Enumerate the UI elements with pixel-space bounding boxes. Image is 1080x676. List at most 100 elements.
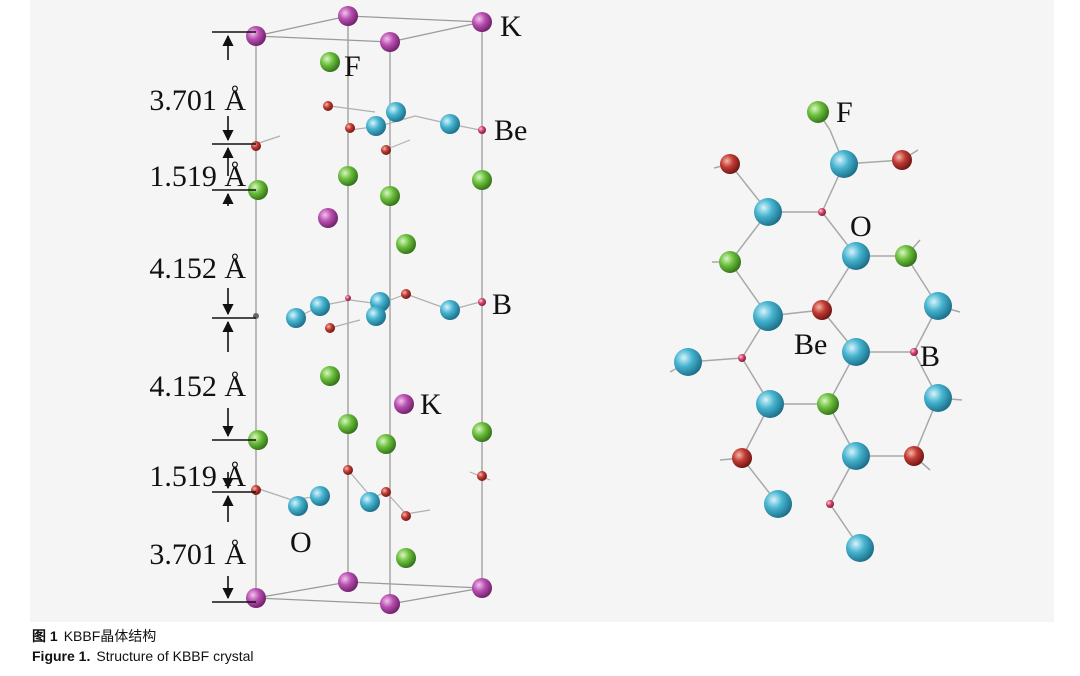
be-atom (477, 471, 487, 481)
f-atom (817, 393, 839, 415)
be-atom (401, 289, 411, 299)
be-atom (812, 300, 832, 320)
be-atom (381, 145, 391, 155)
atom-label-be: Be (794, 328, 827, 361)
f-atom (338, 414, 358, 434)
dimension-ticks (212, 31, 256, 603)
f-atom (807, 101, 829, 123)
o-atom (674, 348, 702, 376)
f-atom (248, 430, 268, 450)
caption-label: 图 1 (32, 628, 58, 644)
k-atom (318, 208, 338, 228)
be-atom (343, 465, 353, 475)
spacing-label: 3.701 Å (149, 538, 246, 571)
be-atom (251, 485, 261, 495)
b-atom (478, 298, 486, 306)
figure-caption-chinese: 图 1 KBBF晶体结构 (32, 626, 156, 646)
spacing-label: 4.152 Å (149, 252, 246, 285)
f-atom (320, 52, 340, 72)
o-atom (386, 102, 406, 122)
spacing-label: 1.519 Å (149, 160, 246, 193)
o-atom (440, 114, 460, 134)
f-atom (376, 434, 396, 454)
o-atoms (286, 102, 460, 516)
k-atom (338, 6, 358, 26)
atom-label-o: O (850, 210, 872, 243)
f-atoms (248, 52, 492, 568)
be-atom (323, 101, 333, 111)
f-atom (719, 251, 741, 273)
left-atom-labels: K F Be B K O (290, 10, 527, 559)
caption-text: Structure of KBBF crystal (96, 648, 254, 664)
caption-label: Figure 1. (32, 648, 91, 664)
figure-caption-english: Figure 1. Structure of KBBF crystal (32, 648, 254, 664)
f-atom (380, 186, 400, 206)
o-atom (310, 296, 330, 316)
b-atom (345, 295, 351, 301)
spacing-label: 3.701 Å (149, 84, 246, 117)
f-atom (338, 166, 358, 186)
be-atom (251, 141, 261, 151)
atom-label-k: K (500, 10, 522, 43)
atom-label-k: K (420, 388, 442, 421)
o-atom (764, 490, 792, 518)
f-atom (895, 245, 917, 267)
f-atom (320, 366, 340, 386)
o-atom (842, 242, 870, 270)
o-atom (288, 496, 308, 516)
f-atom (248, 180, 268, 200)
right-atoms (674, 101, 952, 562)
k-atom (394, 394, 414, 414)
k-atoms (246, 6, 492, 614)
atom-label-be: Be (494, 114, 527, 147)
o-atom (830, 150, 858, 178)
f-atom (472, 170, 492, 190)
b-atoms (253, 126, 486, 319)
f-atom (396, 234, 416, 254)
k-atom (380, 32, 400, 52)
o-atom (753, 301, 783, 331)
o-atom (360, 492, 380, 512)
crystal-structure-figure: 3.701 Å 1.519 Å 4.152 Å 4.152 Å 1.519 Å … (149, 6, 963, 614)
be-atom (325, 323, 335, 333)
atom-label-o: O (290, 526, 312, 559)
o-atom (754, 198, 782, 226)
be-atom (720, 154, 740, 174)
f-atom (472, 422, 492, 442)
be-atom (892, 150, 912, 170)
o-atom (842, 442, 870, 470)
be-atom (904, 446, 924, 466)
atom-label-f: F (344, 50, 361, 83)
figure-panel: 3.701 Å 1.519 Å 4.152 Å 4.152 Å 1.519 Å … (30, 0, 1054, 622)
spacing-label: 4.152 Å (149, 370, 246, 403)
be-atom (401, 511, 411, 521)
spacing-label: 1.519 Å (149, 460, 246, 493)
k-atom (338, 572, 358, 592)
o-atom (440, 300, 460, 320)
k-atom (472, 12, 492, 32)
o-atom (846, 534, 874, 562)
b-atom (910, 348, 918, 356)
f-atom (396, 548, 416, 568)
o-atom (924, 292, 952, 320)
spacing-labels: 3.701 Å 1.519 Å 4.152 Å 4.152 Å 1.519 Å … (149, 84, 246, 571)
b-atom (826, 500, 834, 508)
be-atom (732, 448, 752, 468)
be-atom (381, 487, 391, 497)
o-atom (310, 486, 330, 506)
atom-label-b: B (492, 288, 512, 321)
k-atom (246, 26, 266, 46)
k-atom (380, 594, 400, 614)
o-atom (924, 384, 952, 412)
b-atom (818, 208, 826, 216)
b-atom (478, 126, 486, 134)
atom-label-b: B (920, 340, 940, 373)
caption-text: KBBF晶体结构 (63, 628, 157, 644)
be-atoms (251, 101, 487, 521)
right-atom-labels: F O Be B (794, 96, 940, 373)
atom-label-f: F (836, 96, 853, 129)
o-atom (366, 306, 386, 326)
o-atom (756, 390, 784, 418)
o-atom (286, 308, 306, 328)
b-atom (738, 354, 746, 362)
